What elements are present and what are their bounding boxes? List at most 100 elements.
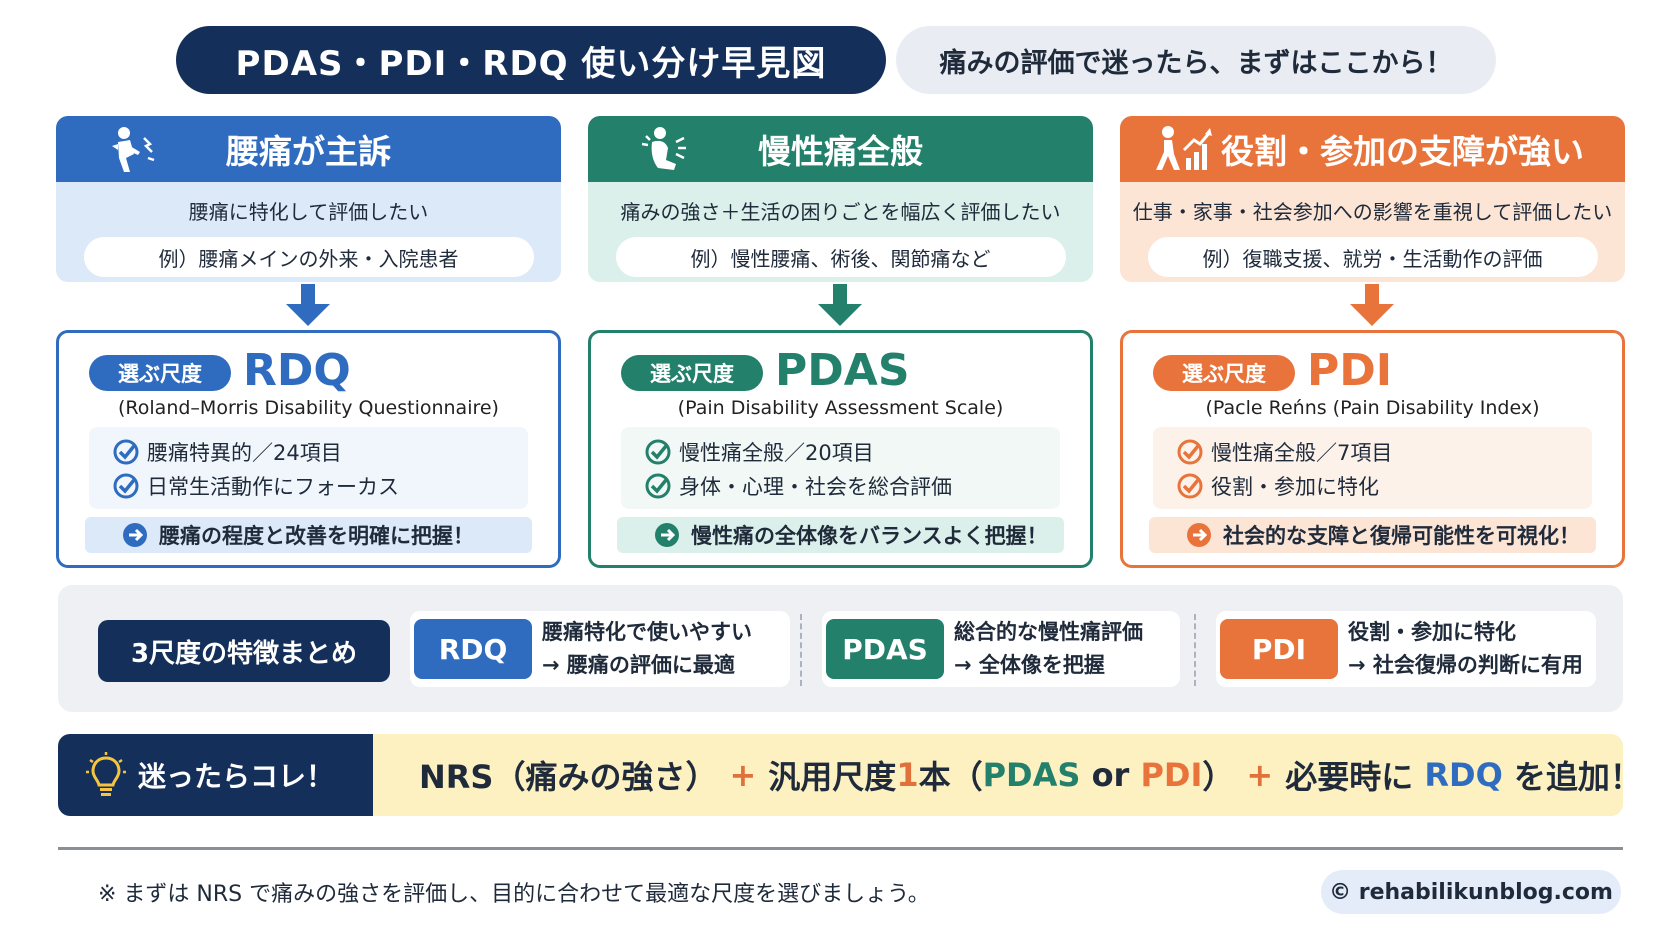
category-card-role-participation: 役割・参加の支障が強い 仕事・家事・社会参加への影響を重視して評価したい 例）復… [1120,116,1625,282]
tip-pdas: PDAS [982,756,1081,794]
arrow-right-circle-icon [1187,523,1211,547]
arrow-right-circle-icon [123,523,147,547]
conclusion-text: 腰痛の程度と改善を明確に把握！ [159,524,474,548]
tip-pdi: PDI [1140,756,1203,794]
tip-nrs: NRS（痛みの強さ） [419,758,718,796]
tip-generic-suffix: 本（ [918,758,983,796]
category-title: 役割・参加の支障が強い [1221,132,1584,171]
lightbulb-icon [86,752,126,796]
scale-badge: 選ぶ尺度 [1153,355,1295,391]
summary-tag: PDI [1220,619,1338,679]
plus-sign: + [1246,756,1274,794]
category-card-low-back-pain: 腰痛が主訴 腰痛に特化して評価したい 例）腰痛メインの外来・入院患者 [56,116,561,282]
feature-list: 慢性痛全般／7項目 役割・参加に特化 [1153,427,1592,509]
divider [800,614,802,686]
summary-line: 役割・参加に特化 [1348,620,1516,644]
summary-line: → 全体像を把握 [954,653,1105,677]
back-pain-person-icon [112,127,155,172]
feature-list: 慢性痛全般／20項目 身体・心理・社会を総合評価 [621,427,1060,509]
summary-line: → 社会復帰の判断に有用 [1348,653,1583,677]
tip-close: ） [1202,758,1235,796]
feature-item: 慢性痛全般／20項目 [645,435,1060,469]
scale-name: PDI [1307,345,1393,396]
chronic-pain-person-icon [641,127,686,170]
scale-full-name: (Pacle Reńns (Pain Disability Index) [1205,397,1540,419]
feature-text: 慢性痛全般／7項目 [1211,441,1393,465]
category-description: 痛みの強さ＋生活の困りごとを幅広く評価したい [620,200,1061,224]
arrow-down-icon [1350,284,1394,326]
summary-line: 腰痛特化で使いやすい [542,620,752,644]
down-arrow [56,282,561,330]
check-icon [645,473,671,499]
scale-name: RDQ [243,345,351,396]
column-pdi: 役割・参加の支障が強い 仕事・家事・社会参加への影響を重視して評価したい 例）復… [1120,116,1625,568]
scale-full-name: (Roland–Morris Disability Questionnaire) [118,397,499,419]
tip-rdq: RDQ [1424,756,1503,794]
feature-text: 腰痛特異的／24項目 [147,441,342,465]
summary-tag: PDAS [826,619,944,679]
summary-line: 総合的な慢性痛評価 [954,620,1143,644]
down-arrow [1120,282,1625,330]
arrow-down-icon [286,284,330,326]
check-icon [1177,439,1203,465]
category-description: 仕事・家事・社会参加への影響を重視して評価したい [1132,200,1613,224]
scale-badge: 選ぶ尺度 [89,355,231,391]
tip-generic: 汎用尺度 [768,758,897,796]
summary-item-pdi: PDI 役割・参加に特化 → 社会復帰の判断に有用 [1216,611,1596,687]
check-icon [113,473,139,499]
check-icon [113,439,139,465]
tip-count: 1 [896,756,919,794]
arrow-down-icon [818,284,862,326]
feature-text: 日常生活動作にフォーカス [147,475,399,499]
category-header: 役割・参加の支障が強い [1120,116,1625,182]
category-header: 腰痛が主訴 [56,116,561,182]
scale-full-name: (Pain Disability Assessment Scale) [677,397,1004,419]
arrow-right-circle-icon [655,523,679,547]
tip-label-panel: 迷ったらコレ！ [58,734,373,816]
summary-tag: RDQ [414,619,532,679]
summary-text: 腰痛特化で使いやすい → 腰痛の評価に最適 [542,616,752,682]
feature-item: 慢性痛全般／7項目 [1177,435,1592,469]
scale-card-pdas: 選ぶ尺度 PDAS (Pain Disability Assessment Sc… [588,330,1093,568]
footer-note: ※ まずは NRS で痛みの強さを評価し、目的に合わせて最適な尺度を選びましょう… [98,882,930,907]
tip-add: を追加！ [1502,758,1642,796]
divider [1194,614,1196,686]
scale-conclusion: 社会的な支障と復帰可能性を可視化！ [1149,517,1596,553]
credit-badge: © rehabilikunblog.com [1321,870,1621,914]
conclusion-text: 慢性痛の全体像をバランスよく把握！ [691,524,1048,548]
feature-text: 役割・参加に特化 [1211,475,1379,499]
footer-divider [58,847,1623,850]
summary-text: 総合的な慢性痛評価 → 全体像を把握 [954,616,1143,682]
scale-name: PDAS [775,345,910,396]
down-arrow [588,282,1093,330]
tip-need: 必要時に [1285,758,1425,796]
feature-item: 腰痛特異的／24項目 [113,435,528,469]
summary-item-rdq: RDQ 腰痛特化で使いやすい → 腰痛の評価に最適 [410,611,790,687]
scale-card-rdq: 選ぶ尺度 RDQ (Roland–Morris Disability Quest… [56,330,561,568]
check-icon [645,439,671,465]
category-card-chronic-pain: 慢性痛全般 痛みの強さ＋生活の困りごとを幅広く評価したい 例）慢性腰痛、術後、関… [588,116,1093,282]
walking-chart-icon [1156,126,1212,170]
category-example: 例）腰痛メインの外来・入院患者 [83,237,534,277]
plus-sign: + [729,756,757,794]
column-pdas: 慢性痛全般 痛みの強さ＋生活の困りごとを幅広く評価したい 例）慢性腰痛、術後、関… [588,116,1093,568]
category-title: 慢性痛全般 [758,132,923,171]
category-header: 慢性痛全般 [588,116,1093,182]
conclusion-text: 社会的な支障と復帰可能性を可視化！ [1223,524,1580,548]
feature-list: 腰痛特異的／24項目 日常生活動作にフォーカス [89,427,528,509]
feature-item: 日常生活動作にフォーカス [113,469,528,503]
feature-item: 身体・心理・社会を総合評価 [645,469,1060,503]
page-subtitle: 痛みの評価で迷ったら、まずはここから！ [896,26,1496,94]
check-icon [1177,473,1203,499]
column-rdq: 腰痛が主訴 腰痛に特化して評価したい 例）腰痛メインの外来・入院患者 選ぶ尺度 … [56,116,561,568]
scale-conclusion: 腰痛の程度と改善を明確に把握！ [85,517,532,553]
summary-item-pdas: PDAS 総合的な慢性痛評価 → 全体像を把握 [822,611,1180,687]
tip-label: 迷ったらコレ！ [138,760,335,793]
scale-card-pdi: 選ぶ尺度 PDI (Pacle Reńns (Pain Disability I… [1120,330,1625,568]
scale-conclusion: 慢性痛の全体像をバランスよく把握！ [617,517,1064,553]
feature-item: 役割・参加に特化 [1177,469,1592,503]
feature-text: 身体・心理・社会を総合評価 [679,475,952,499]
summary-label: 3尺度の特徴まとめ [98,620,390,682]
tip-or: or [1080,756,1141,794]
